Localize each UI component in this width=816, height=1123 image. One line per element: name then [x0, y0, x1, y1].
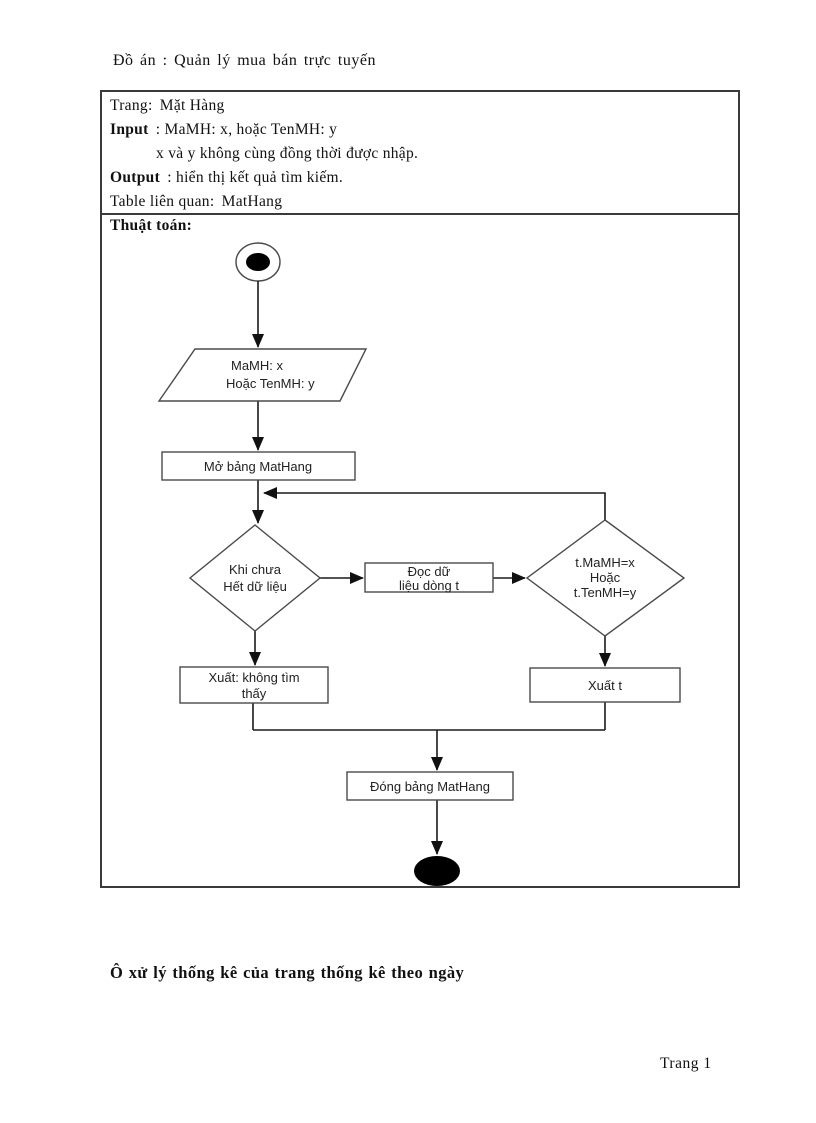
- not-found-line1: Xuất: không tìm: [208, 670, 299, 685]
- spec-value-input: : MaMH: x, hoặc TenMH: y: [155, 121, 338, 138]
- match-decision-line3: t.TenMH=y: [574, 585, 637, 600]
- spec-value-page: Mặt Hàng: [159, 97, 225, 114]
- read-row-line2: liệu dòng t: [399, 578, 459, 593]
- algorithm-label: Thuật toán:: [110, 217, 193, 234]
- connector-loopback: [263, 487, 606, 520]
- node-loop-decision: Khi chưa Hết dữ liệu: [188, 524, 322, 632]
- input-parallelogram-shape: [157, 348, 368, 402]
- open-table-rect: [161, 451, 356, 481]
- loop-decision-diamond: [188, 524, 322, 632]
- close-table-rect: [346, 771, 514, 801]
- node-not-found: Xuất: không tìm thấy: [179, 666, 329, 704]
- not-found-line2: thấy: [242, 686, 267, 701]
- document-title: Đồ án : Quản lý mua bán trực tuyến: [113, 52, 376, 69]
- section-note: Ô xử lý thống kê của trang thống kê theo…: [110, 963, 465, 982]
- node-match-decision: t.MaMH=x Hoặc t.TenMH=y: [525, 519, 686, 637]
- read-row-line1: Đọc dữ: [408, 564, 451, 579]
- spec-label-input: Input: [110, 121, 149, 138]
- spec-row-page: Trang: Mặt Hàng: [110, 94, 732, 118]
- page-number: Trang 1: [660, 1055, 712, 1072]
- spec-row-input: Input : MaMH: x, hoặc TenMH: y: [110, 118, 732, 142]
- flowchart: MaMH: x Hoặc TenMH: y Mở bảng MatHang Kh…: [157, 242, 686, 886]
- match-decision-diamond: [525, 519, 686, 637]
- spec-value-output: : hiển thị kết quả tìm kiếm.: [167, 169, 344, 186]
- spec-rows: Trang: Mặt Hàng Input : MaMH: x, hoặc Te…: [102, 92, 738, 213]
- output-t-label: Xuất t: [588, 678, 622, 693]
- node-input-parallelogram: MaMH: x Hoặc TenMH: y: [157, 348, 368, 402]
- loop-decision-line2: Hết dữ liệu: [223, 579, 287, 594]
- match-decision-line1: t.MaMH=x: [575, 555, 635, 570]
- node-open-table: Mở bảng MatHang: [161, 451, 356, 481]
- loop-decision-line1: Khi chưa: [229, 562, 282, 577]
- output-t-rect: [529, 667, 681, 703]
- open-table-label: Mở bảng MatHang: [204, 459, 312, 474]
- read-row-rect: [364, 562, 494, 593]
- spec-input-note-text: x và y không cùng đồng thời được nhập.: [156, 145, 419, 162]
- spec-row-output: Output : hiển thị kết quả tìm kiếm.: [110, 166, 732, 190]
- spec-label-output: Output: [110, 169, 161, 186]
- spec-divider: [102, 213, 738, 215]
- node-close-table: Đóng bảng MatHang: [346, 771, 514, 801]
- spec-value-table: MatHang: [221, 193, 283, 210]
- node-read-row: Đọc dữ liệu dòng t: [364, 562, 494, 593]
- input-parallelogram-line2: Hoặc TenMH: y: [226, 376, 315, 391]
- spec-label-table: Table liên quan:: [110, 193, 215, 210]
- spec-row-input-note: x và y không cùng đồng thời được nhập.: [110, 142, 732, 166]
- spec-box: Trang: Mặt Hàng Input : MaMH: x, hoặc Te…: [100, 90, 740, 888]
- spec-row-table: Table liên quan: MatHang: [110, 190, 732, 214]
- close-table-label: Đóng bảng MatHang: [370, 779, 490, 794]
- not-found-rect: [179, 666, 329, 704]
- end-node: [414, 856, 460, 886]
- start-node-inner-dot: [246, 253, 270, 271]
- spec-label-page: Trang:: [110, 97, 153, 114]
- input-parallelogram-line1: MaMH: x: [231, 358, 284, 373]
- match-decision-line2: Hoặc: [590, 570, 621, 585]
- node-output-t: Xuất t: [529, 667, 681, 703]
- start-node: [235, 242, 281, 282]
